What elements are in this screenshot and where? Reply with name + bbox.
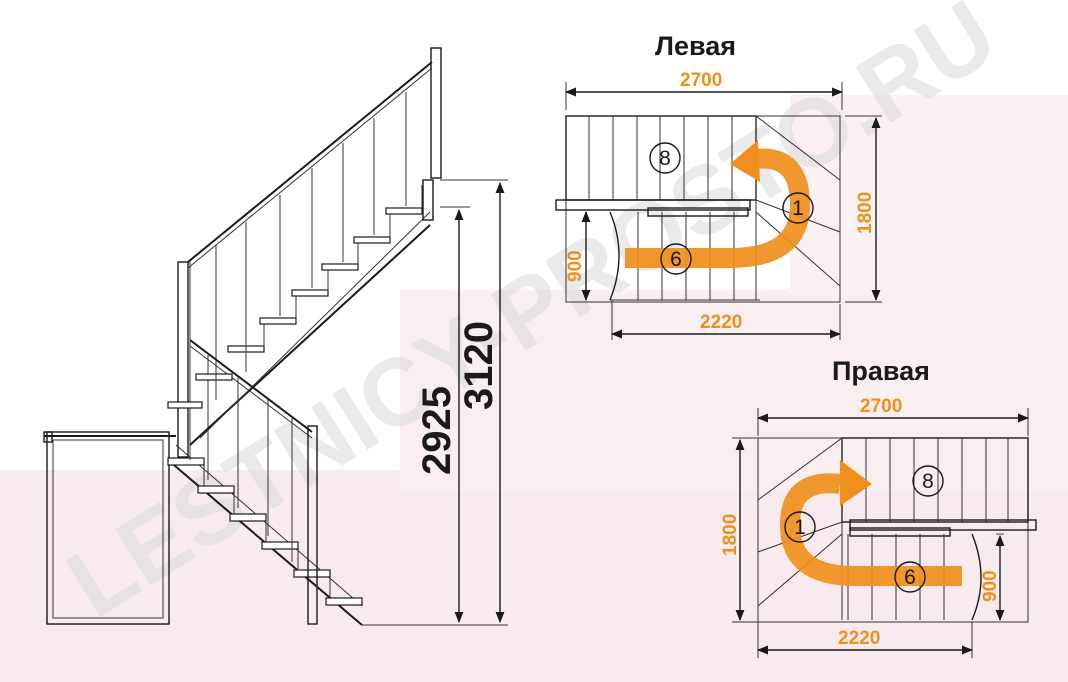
left-count-upper: 8: [659, 147, 671, 170]
top-newel-post: [430, 47, 442, 179]
right-count-lower-circle: [894, 561, 926, 593]
lower-tread: [325, 597, 363, 606]
lower-stringer-inner: [175, 444, 363, 607]
right-count-turn-circle: [784, 511, 816, 543]
middle-newel-post: [177, 261, 189, 458]
lower-tread: [293, 569, 331, 578]
bg-band-top: [790, 95, 1068, 295]
left-width-top-label: 2700: [680, 70, 722, 91]
left-count-turn-circle: [782, 192, 814, 224]
right-count-turn: 1: [794, 516, 806, 539]
upper-tread: [259, 317, 297, 325]
left-count-lower-circle: [660, 243, 692, 275]
left-walk-arrowhead: [730, 140, 760, 182]
landing-frame: [46, 431, 170, 625]
left-plan: Левая 2700: [555, 31, 882, 340]
right-walk-path: [779, 473, 962, 586]
right-count-upper: 8: [922, 470, 934, 493]
left-count-lower: 6: [670, 248, 682, 271]
right-width-bottom-label: 2220: [838, 628, 880, 649]
left-walk-path: [625, 148, 811, 268]
height-label-3120: 3120: [457, 321, 501, 410]
upper-tread: [321, 263, 359, 271]
upper-risers: [263, 185, 423, 346]
upper-tread: [353, 236, 391, 244]
upper-balusters: [215, 92, 407, 400]
left-depth-label: 1800: [855, 192, 876, 234]
left-landing-rail: [647, 207, 749, 217]
lower-handrail: [189, 339, 313, 433]
top-floor-post: [422, 179, 434, 221]
upper-tread: [291, 289, 329, 297]
left-count-turn: 1: [792, 197, 804, 220]
right-opening-label: 900: [980, 570, 1001, 602]
right-plan-title: Правая: [832, 356, 930, 386]
upper-handrail-under: [187, 67, 433, 269]
left-landing-beam: [555, 199, 751, 211]
right-count-upper-circle: [912, 465, 944, 497]
left-opening-label: 900: [565, 250, 586, 282]
upper-stringer-inner: [199, 211, 431, 439]
right-plan: Правая 2700: [720, 356, 1037, 658]
winder-tread: [167, 401, 203, 409]
lower-tread: [261, 541, 299, 550]
left-count-upper-circle: [649, 142, 681, 174]
upper-handrail: [187, 61, 433, 263]
upper-treads: [259, 207, 423, 325]
lower-treads: [167, 457, 363, 606]
right-depth-label: 1800: [720, 514, 741, 556]
landing-frame-inner: [52, 439, 164, 619]
upper-tread: [385, 207, 423, 215]
landing-post-left: [43, 431, 53, 443]
left-plan-title: Левая: [655, 31, 736, 61]
right-landing-beam: [849, 519, 1037, 531]
right-count-lower: 6: [904, 566, 916, 589]
lower-tread: [197, 485, 235, 494]
lower-newel-post: [307, 425, 318, 625]
lower-tread: [229, 513, 267, 522]
lower-risers: [203, 465, 331, 598]
lower-tread: [167, 457, 205, 466]
bg-band-middle: [400, 290, 1068, 490]
right-width-top-label: 2700: [860, 396, 902, 417]
right-landing-rail: [849, 527, 951, 537]
height-label-2925: 2925: [415, 386, 459, 475]
side-view: 2925 3120: [43, 47, 508, 626]
right-walk-arrowhead: [840, 460, 872, 506]
left-width-bottom-label: 2220: [700, 312, 742, 333]
winder-tread: [195, 373, 233, 381]
